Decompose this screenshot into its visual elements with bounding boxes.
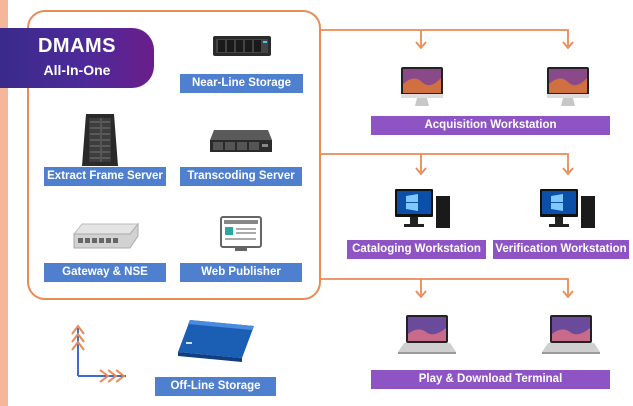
gateway-nse-label: Gateway & NSE xyxy=(44,263,166,282)
transcoding-server-label: Transcoding Server xyxy=(180,167,302,186)
play-download-terminal-label: Play & Download Terminal xyxy=(371,370,610,389)
network-switch-icon xyxy=(72,222,140,249)
web-publisher-label: Web Publisher xyxy=(180,263,302,282)
extract-frame-server-label: Extract Frame Server xyxy=(44,167,166,186)
imac-icon xyxy=(401,67,443,106)
imac-icon xyxy=(547,67,589,106)
rack-server-1u-icon xyxy=(210,130,272,152)
near-line-storage-label: Near-Line Storage xyxy=(180,74,303,93)
acquisition-workstation-label: Acquisition Workstation xyxy=(371,116,610,135)
offline-connector-arrows xyxy=(71,324,126,383)
rack-server-icon xyxy=(82,114,118,166)
offline-storage-label: Off-Line Storage xyxy=(155,377,276,396)
desktop-pc-icon xyxy=(395,189,450,228)
all-in-one-panel xyxy=(27,10,321,300)
banner-title: DMAMS xyxy=(37,35,117,57)
storage-array-icon xyxy=(213,36,271,56)
cataloging-workstation-label: Cataloging Workstation xyxy=(347,240,486,259)
portable-hard-drive-icon xyxy=(178,320,254,362)
laptop-icon xyxy=(542,315,600,354)
desktop-pc-icon xyxy=(540,189,595,228)
web-publisher-icon xyxy=(220,216,262,251)
banner-subtitle: All-In-One xyxy=(43,62,111,78)
laptop-icon xyxy=(398,315,456,354)
left-edge-bar xyxy=(0,0,8,406)
verification-workstation-label: Verification Workstation xyxy=(493,240,629,259)
dmams-banner: DMAMS All-In-One xyxy=(0,28,154,88)
